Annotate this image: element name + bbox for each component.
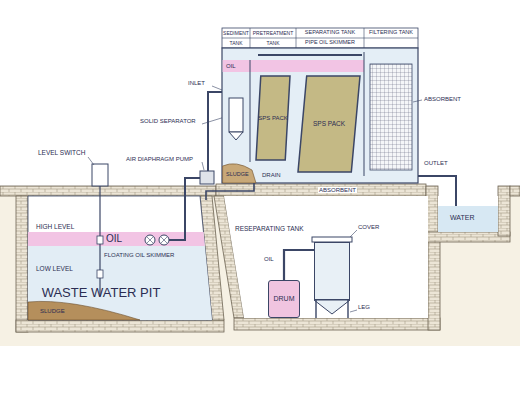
chamber-space [224,196,428,318]
channel-water [438,206,498,232]
part-label: ABSORBENT [318,187,357,193]
level-switch [92,164,108,186]
part-label: OUTLET [424,160,448,166]
absorbent-filter [370,64,412,170]
leader-line [202,162,204,170]
part-label: OIL [264,256,274,262]
leader-line [350,230,357,237]
level-float [97,236,103,244]
pit-sludge [28,301,140,320]
part-label: SEDIMENT [222,31,250,36]
part-label: FILTERING TANK [364,30,418,36]
part-label: SLUDGE [226,172,249,178]
part-label: DRAIN [262,172,281,178]
node-label: WASTE WATER PIT [42,286,161,300]
chamber-floor [234,318,440,330]
ground-strip [510,186,520,196]
leader-line [413,100,422,102]
part-label: WATER [450,214,475,221]
part-label: SLUDGE [40,308,65,314]
reseparating-tank: RESEPARATING TANK [314,242,350,300]
node-label: SPS PACK [313,120,345,127]
waste-water-pit: WASTE WATER PIT [36,284,166,303]
pit-floor [16,320,224,332]
drain-pipe [206,183,254,200]
tank-heading: RESEPARATING TANK [235,225,304,232]
part-label: COVER [358,224,379,230]
pit-wall [16,196,28,332]
baffle [364,52,365,176]
pit-water [28,232,212,320]
part-label: OIL [226,63,236,69]
leader-line [350,310,357,312]
sps-pack: SPS PACK [298,76,360,172]
node-label: SPS PACK [258,115,288,122]
chamber-wall [428,240,440,330]
node-label: DRUM [274,295,295,303]
part-label: SEPARATING TANK [296,30,364,36]
part-label: PRETREATMENT [250,31,296,36]
platform [216,184,426,196]
channel-floor [426,232,510,242]
part-label: FLOATING OIL SKIMMER [104,252,174,258]
leader-line [88,157,94,165]
sps-pack: SPS PACK [256,76,290,160]
part-label: HIGH LEVEL [36,224,74,231]
tank-leg [316,300,348,318]
air-diaphragm-pump [200,171,214,184]
pack-shape [256,76,290,160]
part-label: SOLID SEPARATOR [140,118,196,124]
part-label: PIPE OIL SKIMMER [296,40,364,46]
outlet-pipe [418,176,456,206]
suction-pipe [169,178,200,240]
channel-space [438,196,498,232]
pack-shape [298,76,360,172]
part-label: LEVEL SWITCH [38,150,85,157]
tank-body [222,48,418,183]
part-label: LEG [358,304,370,310]
part-label: LOW LEVEL [36,266,73,273]
part-label: TANK [250,41,296,46]
channel-wall [498,186,510,236]
oil-drum: DRUM [268,280,300,318]
separator-cone [229,132,243,140]
oil-pipe [284,250,314,280]
ground [0,196,520,346]
pipe-oil-skimmer [258,54,362,56]
baffle [250,60,251,162]
leader-line [212,86,222,90]
tank-oil [223,60,364,72]
level-float [97,270,103,278]
part-label: OIL [106,234,122,244]
header-grid [222,28,418,48]
solid-separator [229,98,243,132]
header-table [222,28,418,48]
part-label: AIR DIAPHRAGM PUMP [126,156,193,162]
pit-slab [0,186,216,196]
part-label: TANK [222,41,250,46]
part-label: INLET [188,80,205,86]
tank-cone [314,300,350,314]
skimmer-cross [147,237,167,243]
tank-sludge [223,164,256,183]
part-label: ABSORBENT [424,96,461,102]
